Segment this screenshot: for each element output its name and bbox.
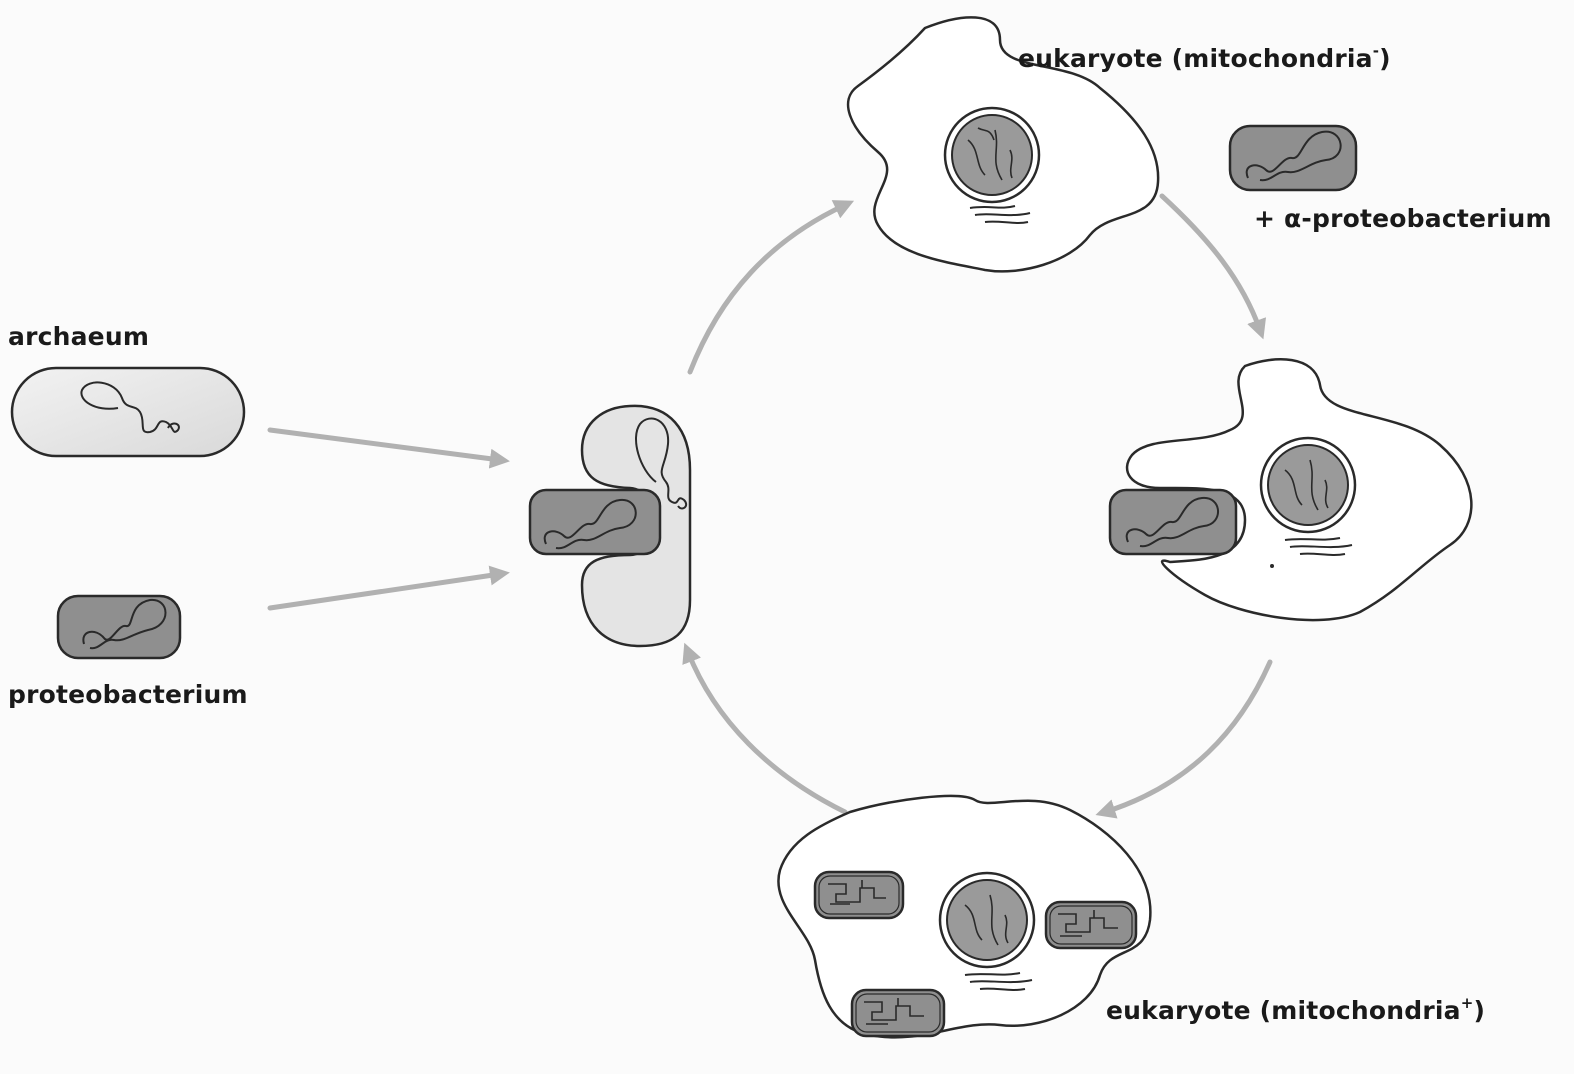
- arrow-proteobacterium-to-fusion: [267, 565, 510, 611]
- archaeum-dna: [80, 381, 180, 434]
- label-eukaryote-mito-minus-sup: -: [1372, 42, 1380, 60]
- mitochondrion-1: [813, 870, 905, 920]
- label-eukaryote-mito-plus-text: eukaryote (mitochondria: [1106, 996, 1461, 1025]
- label-alpha-proteobacterium: + α-proteobacterium: [1254, 204, 1552, 233]
- arrow-fusion-to-eukaryote: [687, 200, 855, 375]
- label-eukaryote-mito-minus-close: ): [1379, 44, 1391, 73]
- arrow-mito-plus-to-fusion: [682, 642, 848, 815]
- mitochondrion-3: [850, 988, 946, 1038]
- arrows: [267, 193, 1273, 819]
- label-eukaryote-mito-plus: eukaryote (mitochondria+): [1106, 994, 1486, 1026]
- proteobacterium-dna: [82, 598, 167, 650]
- arrow-eukaryote-to-engulfing: [1159, 193, 1267, 340]
- eukaryote-engulfing-cell: [1108, 358, 1473, 622]
- label-proteobacterium: proteobacterium: [8, 680, 248, 709]
- label-archaeum: archaeum: [8, 322, 150, 351]
- archaeum-cell: [10, 366, 246, 458]
- arrow-engulfing-to-mito-plus: [1095, 659, 1273, 819]
- mitochondrion-2: [1044, 900, 1138, 950]
- alpha-proteobacterium-cell: [1228, 124, 1358, 192]
- arrow-archaeum-to-fusion: [267, 427, 510, 469]
- label-eukaryote-mito-plus-sup: +: [1460, 994, 1474, 1012]
- fusion-cell: [528, 404, 692, 648]
- label-eukaryote-mito-plus-close: ): [1473, 996, 1486, 1025]
- eukaryote-mito-plus-cell: [777, 794, 1152, 1039]
- eukaryote-mito-minus-cell: [846, 16, 1160, 273]
- label-eukaryote-mito-minus: eukaryote (mitochondria-): [1018, 42, 1391, 74]
- label-eukaryote-mito-minus-text: eukaryote (mitochondria: [1018, 44, 1373, 73]
- proteobacterium-cell: [56, 594, 182, 660]
